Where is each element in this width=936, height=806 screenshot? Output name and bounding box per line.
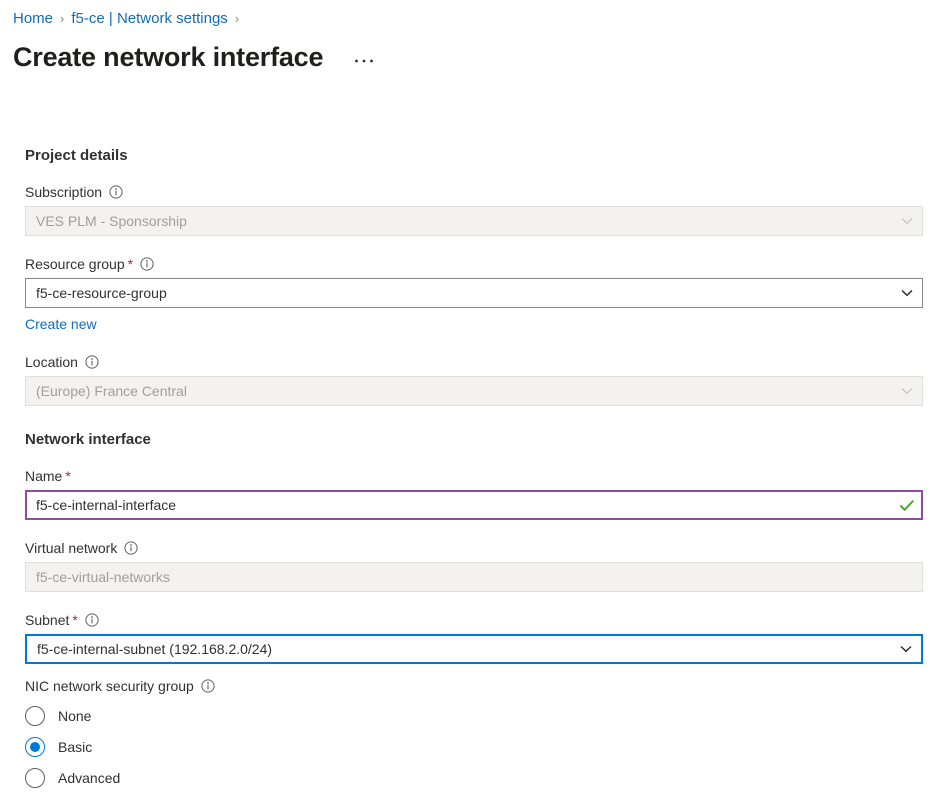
required-marker: * (72, 612, 78, 628)
page-header: Create network interface (13, 40, 379, 74)
radio-circle-icon (25, 767, 45, 788)
info-icon[interactable] (85, 355, 99, 369)
label-resource-group: Resource group * (25, 254, 923, 274)
breadcrumb-item-network-settings[interactable]: f5-ce | Network settings (71, 10, 228, 27)
checkmark-icon (892, 499, 922, 512)
label-name: Name * (25, 466, 923, 486)
label-location: Location (25, 352, 923, 372)
label-name-text: Name (25, 468, 63, 484)
info-icon[interactable] (85, 613, 99, 627)
subscription-value: VES PLM - Sponsorship (36, 213, 187, 229)
chevron-down-icon[interactable] (892, 289, 922, 297)
label-subnet-text: Subnet (25, 612, 70, 628)
field-subnet: Subnet * f5-ce-internal-subnet (192.168.… (25, 610, 923, 664)
subnet-value: f5-ce-internal-subnet (192.168.2.0/24) (37, 641, 273, 657)
ellipsis-icon[interactable] (349, 50, 379, 68)
chevron-down-icon[interactable] (891, 645, 921, 653)
label-nic-network-security-group: NIC network security group (25, 676, 923, 696)
radio-label-none: None (58, 707, 92, 724)
label-virtual-network-text: Virtual network (25, 540, 118, 556)
radio-label-basic: Basic (58, 738, 93, 755)
field-location: Location (Europe) France Central (25, 352, 923, 406)
create-network-interface-form: Project details Subscription VES PLM - S… (25, 146, 923, 793)
breadcrumb-item-home[interactable]: Home (13, 10, 54, 27)
label-virtual-network: Virtual network (25, 538, 923, 558)
label-subnet: Subnet * (25, 610, 923, 630)
field-nic-network-security-group: NIC network security group None Basic Ad… (25, 676, 923, 793)
chevron-down-icon (892, 387, 922, 395)
label-nic-nsg-text: NIC network security group (25, 678, 194, 694)
radio-circle-icon (25, 705, 45, 726)
virtual-network-input: f5-ce-virtual-networks (25, 562, 923, 592)
name-input[interactable]: f5-ce-internal-interface (25, 490, 923, 520)
label-subscription: Subscription (25, 182, 923, 202)
info-icon[interactable] (140, 257, 154, 271)
section-heading-project-details: Project details (25, 147, 128, 164)
field-subscription: Subscription VES PLM - Sponsorship (25, 182, 923, 236)
label-location-text: Location (25, 354, 78, 370)
radio-nic-nsg-advanced[interactable]: Advanced (25, 762, 923, 793)
radio-label-advanced: Advanced (58, 769, 121, 786)
resource-group-value: f5-ce-resource-group (36, 285, 167, 301)
field-virtual-network: Virtual network f5-ce-virtual-networks (25, 538, 923, 592)
name-value: f5-ce-internal-interface (36, 497, 177, 513)
subscription-dropdown: VES PLM - Sponsorship (25, 206, 923, 236)
virtual-network-value: f5-ce-virtual-networks (36, 569, 170, 585)
page-title: Create network interface (13, 42, 324, 72)
radio-circle-selected-icon (25, 736, 45, 757)
label-subscription-text: Subscription (25, 184, 103, 200)
info-icon[interactable] (109, 185, 123, 199)
field-resource-group: Resource group * f5-ce-resource-group Cr… (25, 254, 923, 334)
radio-nic-nsg-basic[interactable]: Basic (25, 731, 923, 762)
label-resource-group-text: Resource group (25, 256, 125, 272)
create-new-resource-group-link[interactable]: Create new (25, 316, 97, 332)
radio-nic-nsg-none[interactable]: None (25, 700, 923, 731)
required-marker: * (127, 256, 134, 272)
subnet-dropdown[interactable]: f5-ce-internal-subnet (192.168.2.0/24) (25, 634, 923, 664)
info-icon[interactable] (124, 541, 138, 555)
resource-group-dropdown[interactable]: f5-ce-resource-group (25, 278, 923, 308)
location-dropdown: (Europe) France Central (25, 376, 923, 406)
section-heading-network-interface: Network interface (25, 431, 151, 448)
chevron-down-icon (892, 217, 922, 225)
location-value: (Europe) France Central (36, 383, 187, 399)
info-icon[interactable] (201, 679, 215, 693)
breadcrumb: Home › f5-ce | Network settings › (13, 9, 246, 29)
required-marker: * (65, 468, 71, 484)
field-name: Name * f5-ce-internal-interface (25, 466, 923, 520)
breadcrumb-separator-icon: › (234, 11, 240, 26)
breadcrumb-separator-icon: › (60, 11, 65, 26)
